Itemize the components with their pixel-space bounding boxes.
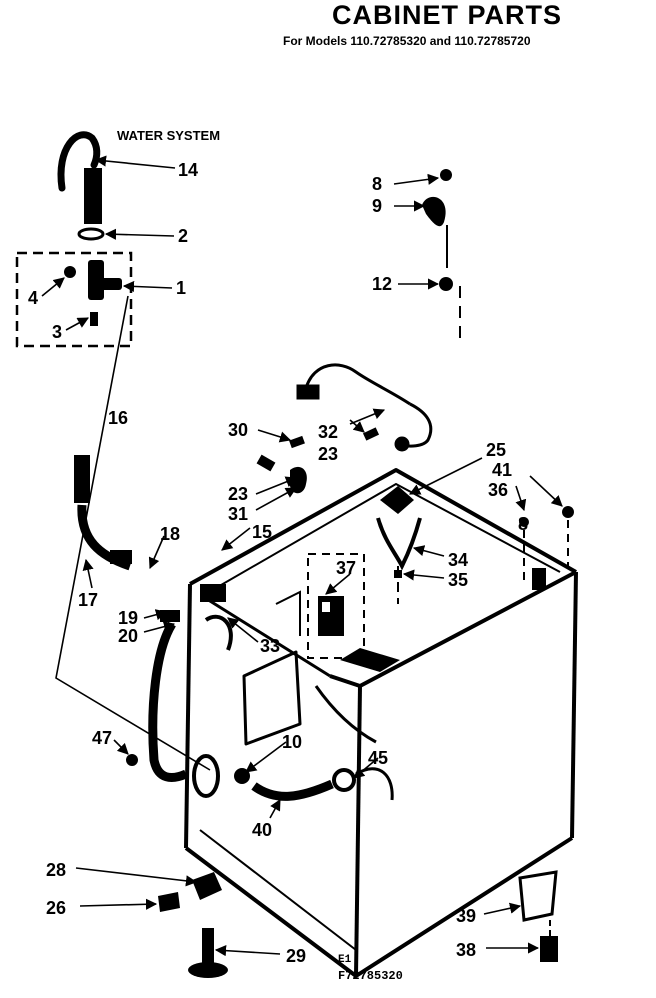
washer-part <box>77 227 105 241</box>
callout-2: 2 <box>178 226 188 246</box>
callout-45: 45 <box>368 748 388 768</box>
callout-39: 39 <box>456 906 476 926</box>
callout-numbers: 14 2 1 4 3 8 9 12 16 30 32 23 25 41 36 2… <box>28 160 528 966</box>
callout-26: 26 <box>46 898 66 918</box>
callout-38: 38 <box>456 940 476 960</box>
drawing-code-2: F72785320 <box>338 969 403 983</box>
drawing-code-1: E1 <box>338 954 352 966</box>
page-title: CABINET PARTS <box>332 0 563 30</box>
callout-32: 32 <box>318 422 338 442</box>
callout-17: 17 <box>78 590 98 610</box>
callout-23-a: 23 <box>318 444 338 464</box>
callout-16: 16 <box>108 408 128 428</box>
callout-35: 35 <box>448 570 468 590</box>
fill-hose <box>74 455 132 571</box>
callout-8-mid: 8 <box>518 514 528 534</box>
top-suspension <box>340 486 422 672</box>
water-system-label: WATER SYSTEM <box>117 128 221 143</box>
callout-3: 3 <box>52 322 62 342</box>
bottom-hardware <box>158 870 558 978</box>
model-subtitle: For Models 110.72785320 and 110.72785720 <box>283 34 531 48</box>
callout-20: 20 <box>118 626 138 646</box>
callout-47: 47 <box>92 728 112 748</box>
callout-25: 25 <box>486 440 506 460</box>
leader-line-valve <box>55 295 211 771</box>
callout-36: 36 <box>488 480 508 500</box>
cabinet-body <box>184 468 578 978</box>
callout-4: 4 <box>28 288 38 308</box>
callout-1: 1 <box>176 278 186 298</box>
callout-30: 30 <box>228 420 248 440</box>
callout-12: 12 <box>372 274 392 294</box>
callout-23-b: 23 <box>228 484 248 504</box>
callout-15: 15 <box>252 522 272 542</box>
water-valve <box>64 260 122 326</box>
hose-coupling <box>84 168 102 224</box>
callout-34: 34 <box>448 550 468 570</box>
callout-40: 40 <box>252 820 272 840</box>
bracket-assembly <box>422 169 461 340</box>
callout-8-top: 8 <box>372 174 382 194</box>
callout-19: 19 <box>118 608 138 628</box>
callout-29: 29 <box>286 946 306 966</box>
drain-hose <box>126 584 233 782</box>
control-box <box>275 553 365 659</box>
callout-33: 33 <box>260 636 280 656</box>
valve-group-box <box>15 251 133 348</box>
callout-18: 18 <box>160 524 180 544</box>
callout-10: 10 <box>282 732 302 752</box>
callout-37: 37 <box>336 558 356 578</box>
callout-31: 31 <box>228 504 248 524</box>
corner-hardware <box>519 506 574 590</box>
callout-41: 41 <box>492 460 512 480</box>
wire-harness <box>296 363 433 452</box>
callout-28: 28 <box>46 860 66 880</box>
callout-14: 14 <box>178 160 198 180</box>
callout-9: 9 <box>372 196 382 216</box>
leader-lines <box>41 155 563 957</box>
